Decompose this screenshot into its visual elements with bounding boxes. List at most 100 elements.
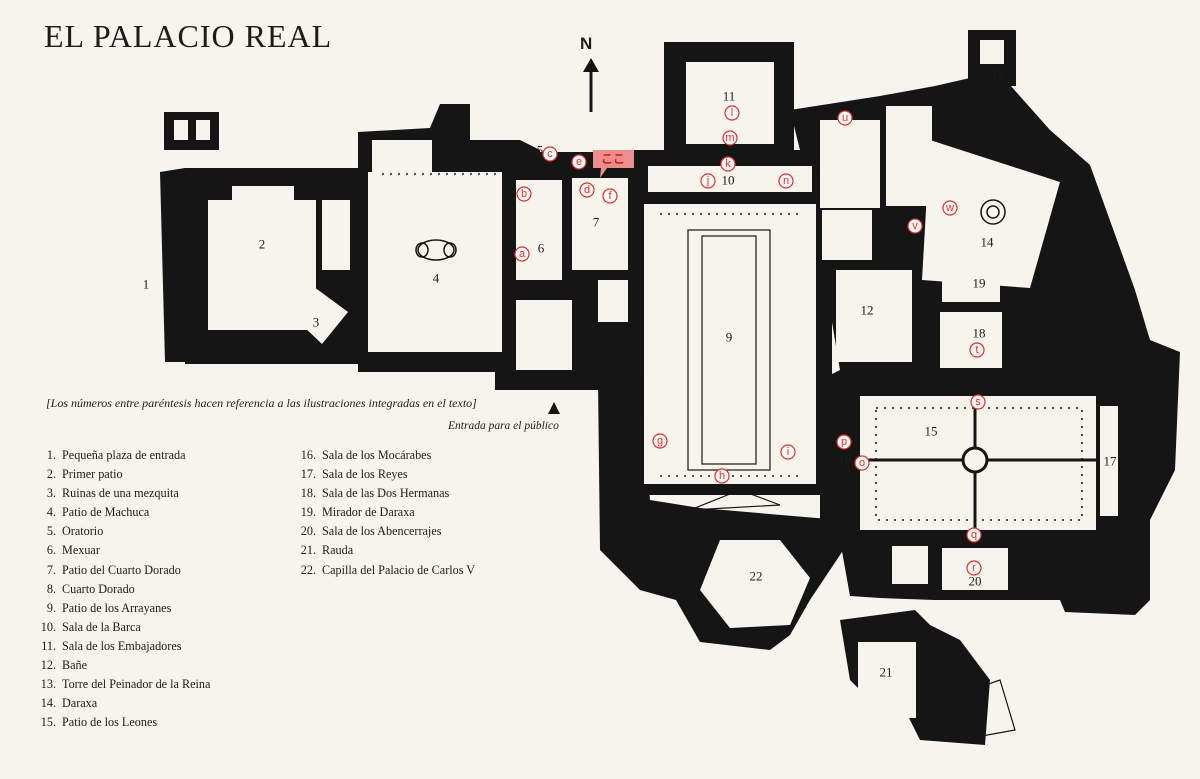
room-number: 13 (992, 66, 1005, 81)
room-number: 11 (723, 89, 736, 104)
marker-g: g (652, 433, 668, 449)
legend-item: 2.Primer patio (46, 467, 123, 482)
room-number: 2 (259, 237, 266, 252)
svg-text:k: k (725, 158, 731, 170)
legend-item: 7.Patio del Cuarto Dorado (46, 562, 181, 577)
you-are-here-callout: ここ (593, 150, 634, 178)
legend-item: 22.Capilla del Palacio de Carlos V (300, 562, 476, 577)
legend-item: 11.Sala de los Embajadores (41, 638, 182, 653)
legend-item: 5.Oratorio (46, 524, 104, 539)
legend-item: 19.Mirador de Daraxa (300, 505, 415, 520)
leones-paths (860, 396, 1096, 530)
svg-text:l: l (731, 107, 733, 119)
room-number: 6 (538, 241, 545, 256)
marker-h: h (714, 468, 730, 484)
room-number: 17 (1104, 454, 1118, 469)
marker-layer: a b c d e f g h i j k l m n o p q r s t … (514, 105, 986, 576)
marker-w: w (942, 200, 958, 216)
svg-text:t: t (975, 344, 978, 356)
marker-i: i (780, 444, 796, 460)
room-number: 14 (981, 235, 995, 250)
svg-text:b: b (521, 188, 527, 200)
svg-text:c: c (547, 148, 553, 160)
legend-item: 21.Rauda (300, 543, 354, 558)
room-number: 5 (537, 143, 544, 158)
room-number: 21 (880, 665, 893, 680)
map-title: EL PALACIO REAL (44, 18, 333, 54)
marker-e: e (571, 154, 587, 170)
room-number: 10 (722, 173, 735, 188)
marker-t: t (969, 342, 985, 358)
svg-text:j: j (706, 175, 709, 187)
marker-d: d (579, 182, 595, 198)
legend-item: 18.Sala de las Dos Hermanas (300, 486, 450, 501)
legend-item: 12.Bañe (40, 658, 88, 673)
entrance-triangle-icon (548, 402, 560, 414)
legend-item: 20.Sala de los Abencerrajes (300, 524, 442, 539)
room-number: 7 (593, 215, 600, 230)
legend-item: 17.Sala de los Reyes (300, 467, 408, 482)
room-number: 22 (750, 569, 763, 584)
svg-text:ここ: ここ (601, 152, 625, 166)
marker-s: s (970, 394, 986, 410)
legend-item: 1.Pequeña plaza de entrada (46, 448, 186, 462)
room-number: 16 (839, 452, 853, 467)
legend-item: 6.Mexuar (46, 543, 100, 558)
room-number: 9 (726, 330, 733, 345)
room-number: 18 (973, 326, 986, 341)
svg-text:a: a (519, 248, 526, 260)
marker-c: c (542, 146, 558, 162)
legend-item: 13.Torre del Peinador de la Reina (40, 677, 211, 692)
marker-j: j (700, 173, 716, 189)
marker-p: p (836, 434, 852, 450)
svg-text:d: d (584, 184, 590, 196)
marker-k: k (720, 156, 736, 172)
svg-text:i: i (787, 446, 789, 458)
open-spaces (0, 40, 1118, 718)
room-number: 15 (925, 424, 938, 439)
legend-item: 15.Patio de los Leones (40, 715, 158, 730)
room-number-layer: 1 2 3 4 5 6 7 9 10 11 12 13 14 15 16 17 … (143, 66, 1117, 680)
north-arrow-icon (583, 58, 599, 112)
svg-text:g: g (657, 435, 663, 447)
svg-text:p: p (841, 436, 847, 448)
room-number: 12 (861, 303, 874, 318)
legend-column-right: 16.Sala de los Mocárabes 17.Sala de los … (300, 446, 475, 580)
room-number: 1 (143, 277, 150, 292)
svg-text:w: w (945, 202, 954, 214)
svg-text:h: h (719, 470, 725, 482)
legend-item: 14.Daraxa (40, 696, 98, 711)
marker-l: l (724, 105, 740, 121)
room-number: 19 (973, 276, 986, 291)
marker-v: v (907, 218, 923, 234)
legend-column-left: 1.Pequeña plaza de entrada 2.Primer pati… (40, 446, 211, 732)
svg-text:r: r (972, 562, 976, 574)
marker-n: n (778, 173, 794, 189)
legend-item: 9.Patio de los Arrayanes (46, 600, 172, 615)
thin-outlines (687, 229, 1016, 741)
room-number: 4 (433, 271, 440, 286)
entrance-label: Entrada para el público (448, 420, 559, 432)
legend-item: 8.Cuarto Dorado (46, 581, 135, 596)
marker-m: m (722, 130, 738, 146)
svg-text:o: o (859, 457, 865, 469)
marker-u: u (837, 110, 853, 126)
marker-a: a (514, 246, 530, 262)
legend-item: 3.Ruinas de una mezquita (46, 486, 179, 501)
machuca-fountain (415, 239, 457, 261)
svg-text:q: q (971, 529, 977, 541)
svg-text:u: u (842, 112, 848, 124)
svg-text:e: e (576, 156, 582, 168)
marker-r: r (966, 560, 982, 576)
room-number: 20 (969, 574, 982, 589)
legend-item: 10.Sala de la Barca (40, 619, 141, 634)
marker-q: q (966, 527, 982, 543)
svg-text:f: f (608, 190, 612, 202)
svg-text:n: n (783, 175, 789, 187)
caption-note: [Los números entre paréntesis hacen refe… (46, 396, 477, 410)
svg-text:v: v (912, 220, 918, 232)
north-label: N (580, 34, 593, 53)
legend-item: 4.Patio de Machuca (46, 505, 150, 520)
daraxa-fountain (980, 199, 1006, 225)
